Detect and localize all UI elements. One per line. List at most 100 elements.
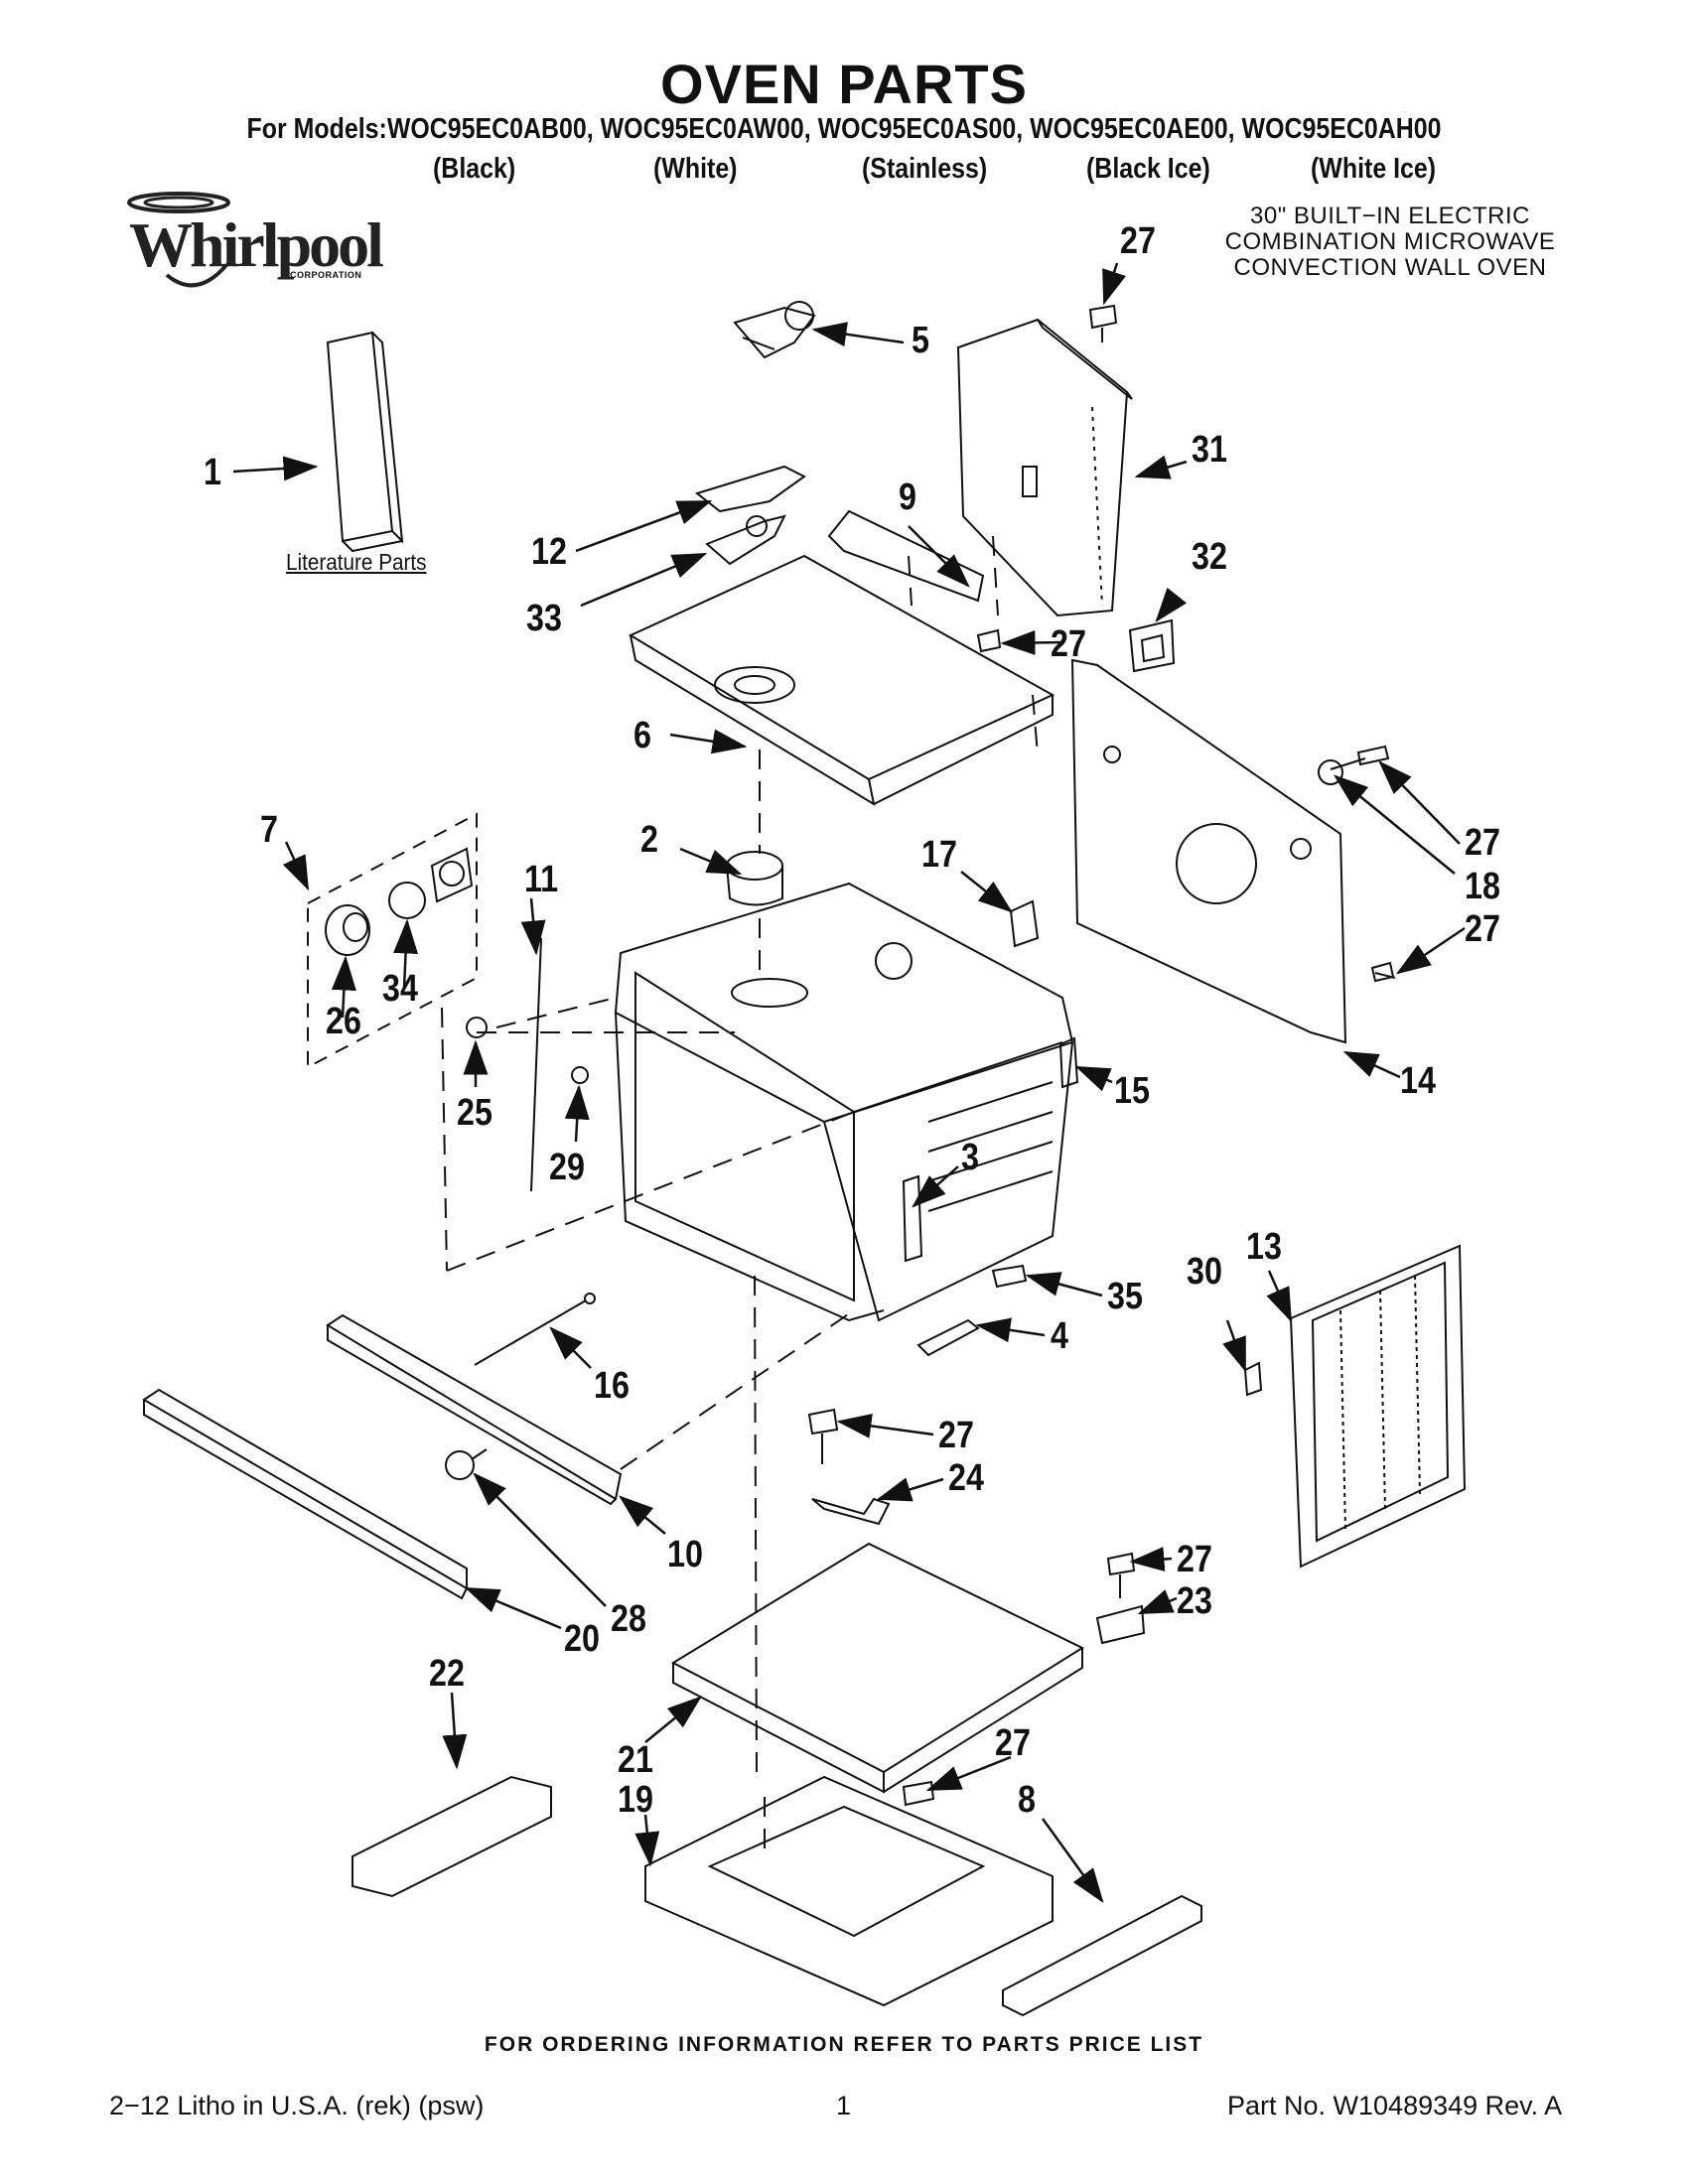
- callout-27: 27: [1465, 908, 1500, 950]
- callout-27: 27: [1051, 623, 1086, 665]
- part-13-side-panel: [1289, 1244, 1467, 1569]
- page-title: OVEN PARTS: [660, 53, 1028, 115]
- callout-33: 33: [526, 598, 562, 639]
- part-17-clip: [1009, 899, 1040, 948]
- part-23-bracket: [1095, 1604, 1146, 1645]
- part-3-element: [902, 1174, 923, 1263]
- literature-parts-label: Literature Parts: [286, 549, 427, 575]
- callout-29: 29: [549, 1147, 585, 1188]
- description-line-2: COMBINATION MICROWAVE: [1224, 228, 1556, 255]
- color-label-black: (Black): [433, 153, 516, 185]
- color-label-black-ice: (Black Ice): [1086, 153, 1210, 185]
- callout-5: 5: [912, 320, 929, 361]
- part-4-sensor: [916, 1318, 980, 1357]
- part-7-socket: [430, 847, 474, 903]
- part-32-bracket: [1128, 618, 1176, 673]
- part-25-bumper: [466, 1017, 488, 1038]
- part-18-clip: [1318, 759, 1343, 785]
- part-31-panel: [956, 318, 1133, 617]
- models-line: For Models:WOC95EC0AB00, WOC95EC0AW00, W…: [246, 113, 1442, 145]
- callout-7: 7: [260, 809, 278, 851]
- callout-26: 26: [326, 1001, 361, 1042]
- part-26-knob: [325, 904, 370, 956]
- part-24-bracket: [811, 1497, 891, 1526]
- part-10-trim: [326, 1313, 623, 1506]
- part-35-screw: [991, 1264, 1028, 1289]
- part-6-top-panel: [628, 554, 1055, 807]
- callout-15: 15: [1114, 1070, 1150, 1112]
- page-number: 1: [836, 2091, 852, 2120]
- callout-32: 32: [1192, 536, 1227, 578]
- oven-cavity: [614, 882, 1074, 1322]
- leader-arrows: [232, 262, 1466, 1904]
- part-30-clip: [1243, 1361, 1263, 1397]
- part-21-tray: [670, 1542, 1085, 1794]
- callout-27: 27: [938, 1415, 974, 1456]
- callout-25: 25: [457, 1092, 492, 1134]
- callout-2: 2: [640, 819, 658, 861]
- logo-corporation: CORPORATION: [290, 270, 362, 280]
- callout-27: 27: [1465, 822, 1500, 864]
- callout-27: 27: [1120, 220, 1156, 262]
- description-line-3: CONVECTION WALL OVEN: [1233, 254, 1547, 281]
- whirlpool-swirl-icon: [127, 192, 230, 288]
- ordering-note: FOR ORDERING INFORMATION REFER TO PARTS …: [484, 2033, 1204, 2056]
- part-5-component: [733, 301, 816, 359]
- callout-9: 9: [899, 477, 916, 518]
- part-2-fan: [726, 851, 783, 906]
- part-7-knob-group: [307, 812, 478, 1069]
- part-28-screw: [445, 1448, 488, 1480]
- callout-10: 10: [667, 1534, 703, 1575]
- callout-19: 19: [618, 1779, 653, 1821]
- callout-4: 4: [1051, 1315, 1068, 1357]
- callout-28: 28: [611, 1598, 646, 1640]
- screw-27-mid: [976, 628, 1002, 653]
- part-11-wire: [530, 937, 542, 1192]
- part-22-rail: [352, 1775, 552, 1898]
- callout-27: 27: [1177, 1539, 1212, 1580]
- callout-22: 22: [429, 1653, 465, 1695]
- callout-31: 31: [1192, 429, 1227, 471]
- callout-21: 21: [618, 1739, 653, 1781]
- callout-34: 34: [382, 968, 418, 1010]
- part-33-plate: [705, 514, 786, 566]
- literature-parts-booklet: [326, 331, 404, 553]
- color-label-white-ice: (White Ice): [1311, 153, 1437, 185]
- callout-24: 24: [948, 1457, 984, 1499]
- color-label-white: (White): [653, 153, 738, 185]
- callout-16: 16: [594, 1365, 630, 1407]
- color-label-stainless: (Stainless): [862, 153, 988, 185]
- callout-1: 1: [204, 452, 221, 493]
- part-20-rail: [142, 1388, 468, 1600]
- part-12-plate: [694, 465, 806, 513]
- callout-27: 27: [995, 1722, 1031, 1764]
- alignment-lines: [441, 535, 1039, 1856]
- callout-11: 11: [524, 859, 559, 900]
- whirlpool-logo: Whirlpool: [129, 209, 384, 280]
- callout-13: 13: [1246, 1226, 1282, 1268]
- part-29-bumper: [571, 1066, 589, 1084]
- litho-info: 2−12 Litho in U.S.A. (rek) (psw): [109, 2091, 485, 2120]
- part-8-rail: [1002, 1894, 1202, 2017]
- screw-27-top: [1088, 304, 1118, 342]
- description-line-1: 30" BUILT−IN ELECTRIC: [1250, 203, 1530, 229]
- part-16-probe: [474, 1293, 596, 1366]
- callout-20: 20: [564, 1618, 600, 1660]
- callout-30: 30: [1187, 1251, 1222, 1293]
- screw-27-right-bottom: [1370, 961, 1396, 983]
- screw-27-lower: [902, 1780, 935, 1807]
- callout-3: 3: [961, 1137, 979, 1178]
- part-9-duct: [827, 509, 985, 603]
- screw-27-center: [807, 1408, 839, 1464]
- part-19-bottom-panel: [644, 1775, 1054, 2007]
- callout-6: 6: [633, 715, 651, 756]
- callout-35: 35: [1107, 1276, 1143, 1317]
- part-14-rear-panel: [1070, 658, 1347, 1044]
- callout-12: 12: [531, 531, 567, 573]
- part-34-knob: [388, 882, 426, 919]
- screw-27-right-top: [1330, 745, 1390, 770]
- screw-27-lower-right: [1106, 1552, 1136, 1598]
- callout-18: 18: [1465, 866, 1500, 907]
- callout-23: 23: [1177, 1580, 1212, 1622]
